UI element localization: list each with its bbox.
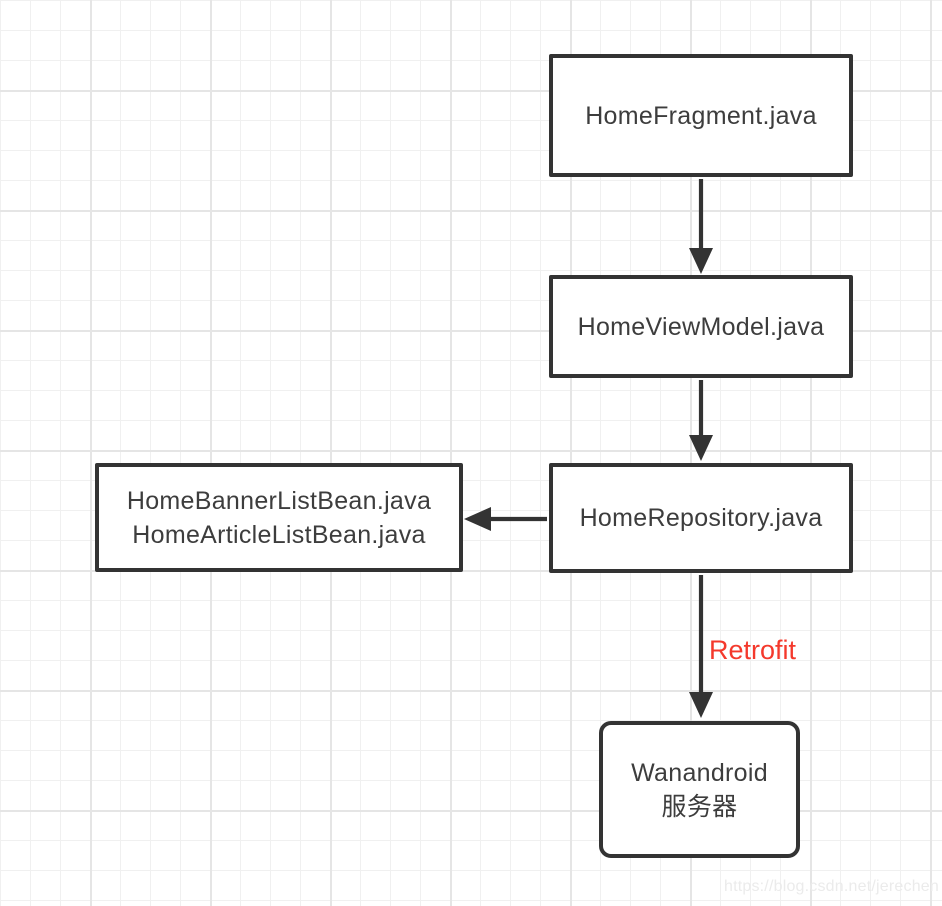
node-server: Wanandroid 服务器 bbox=[599, 721, 800, 858]
arrow-viewmodel-to-repository bbox=[689, 380, 713, 461]
arrow-repository-to-beans bbox=[464, 507, 547, 531]
node-home-repository-label: HomeRepository.java bbox=[579, 504, 823, 532]
node-home-view-model-label: HomeViewModel.java bbox=[577, 312, 825, 341]
node-server-label-line1: Wanandroid bbox=[631, 758, 768, 787]
node-bean-list-label-line2: HomeArticleListBean.java bbox=[132, 520, 426, 549]
edge-label-retrofit: Retrofit bbox=[709, 635, 797, 665]
node-server-label-line2: 服务器 bbox=[661, 792, 738, 821]
node-home-view-model: HomeViewModel.java bbox=[549, 275, 853, 378]
node-home-repository: HomeRepository.java bbox=[549, 463, 853, 573]
watermark-text: https://blog.csdn.net/jerechen bbox=[723, 878, 939, 895]
node-bean-list-label-line1: HomeBannerListBean.java bbox=[126, 486, 432, 515]
arrow-fragment-to-viewmodel bbox=[689, 179, 713, 274]
node-home-fragment: HomeFragment.java bbox=[549, 54, 853, 177]
node-home-fragment-label: HomeFragment.java bbox=[585, 101, 817, 130]
node-bean-list: HomeBannerListBean.java HomeArticleListB… bbox=[95, 463, 463, 572]
